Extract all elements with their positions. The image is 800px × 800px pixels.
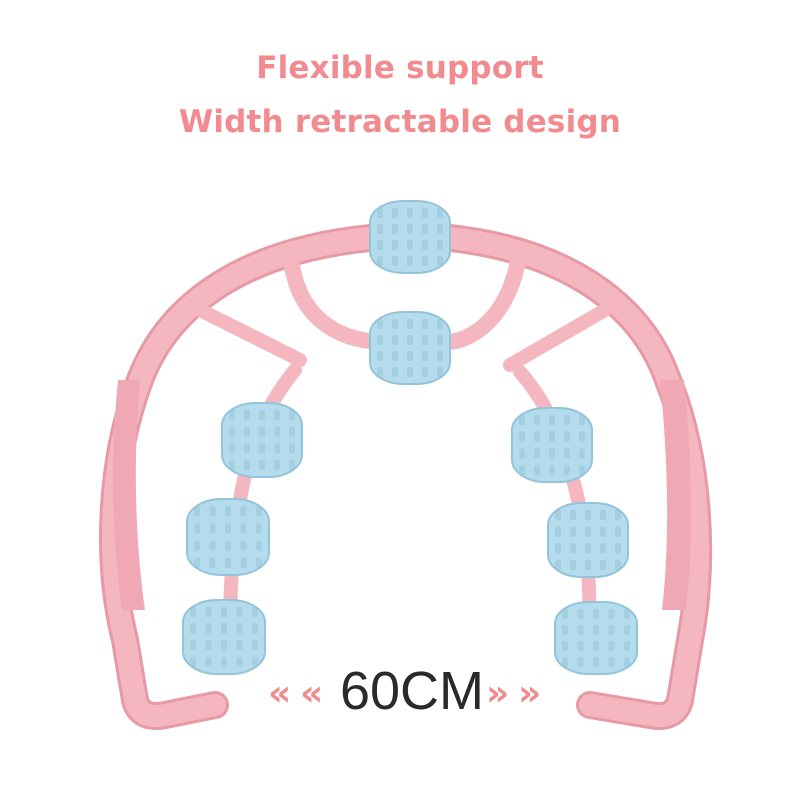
right-double-arrow-icon-2: » bbox=[518, 673, 542, 714]
width-dimension: « « 60CM » » bbox=[0, 658, 800, 728]
roller-7 bbox=[547, 502, 629, 578]
roller-3 bbox=[221, 402, 303, 478]
left-grip bbox=[113, 380, 145, 610]
roller-5 bbox=[182, 599, 266, 675]
left-double-arrow-icon: « bbox=[268, 673, 292, 714]
roller-8 bbox=[554, 601, 638, 675]
right-double-arrow-icon: » bbox=[486, 673, 510, 714]
massage-rollers bbox=[182, 200, 638, 675]
roller-4 bbox=[186, 498, 270, 576]
headline-line-2: Width retractable design bbox=[178, 104, 622, 140]
roller-6 bbox=[511, 407, 593, 483]
roller-2 bbox=[369, 311, 451, 385]
width-label: 60CM bbox=[339, 661, 485, 721]
headline-line-1: Flexible support bbox=[256, 50, 544, 86]
left-double-arrow-icon-2: « bbox=[300, 673, 324, 714]
right-grip bbox=[660, 380, 692, 610]
roller-1 bbox=[369, 200, 451, 274]
